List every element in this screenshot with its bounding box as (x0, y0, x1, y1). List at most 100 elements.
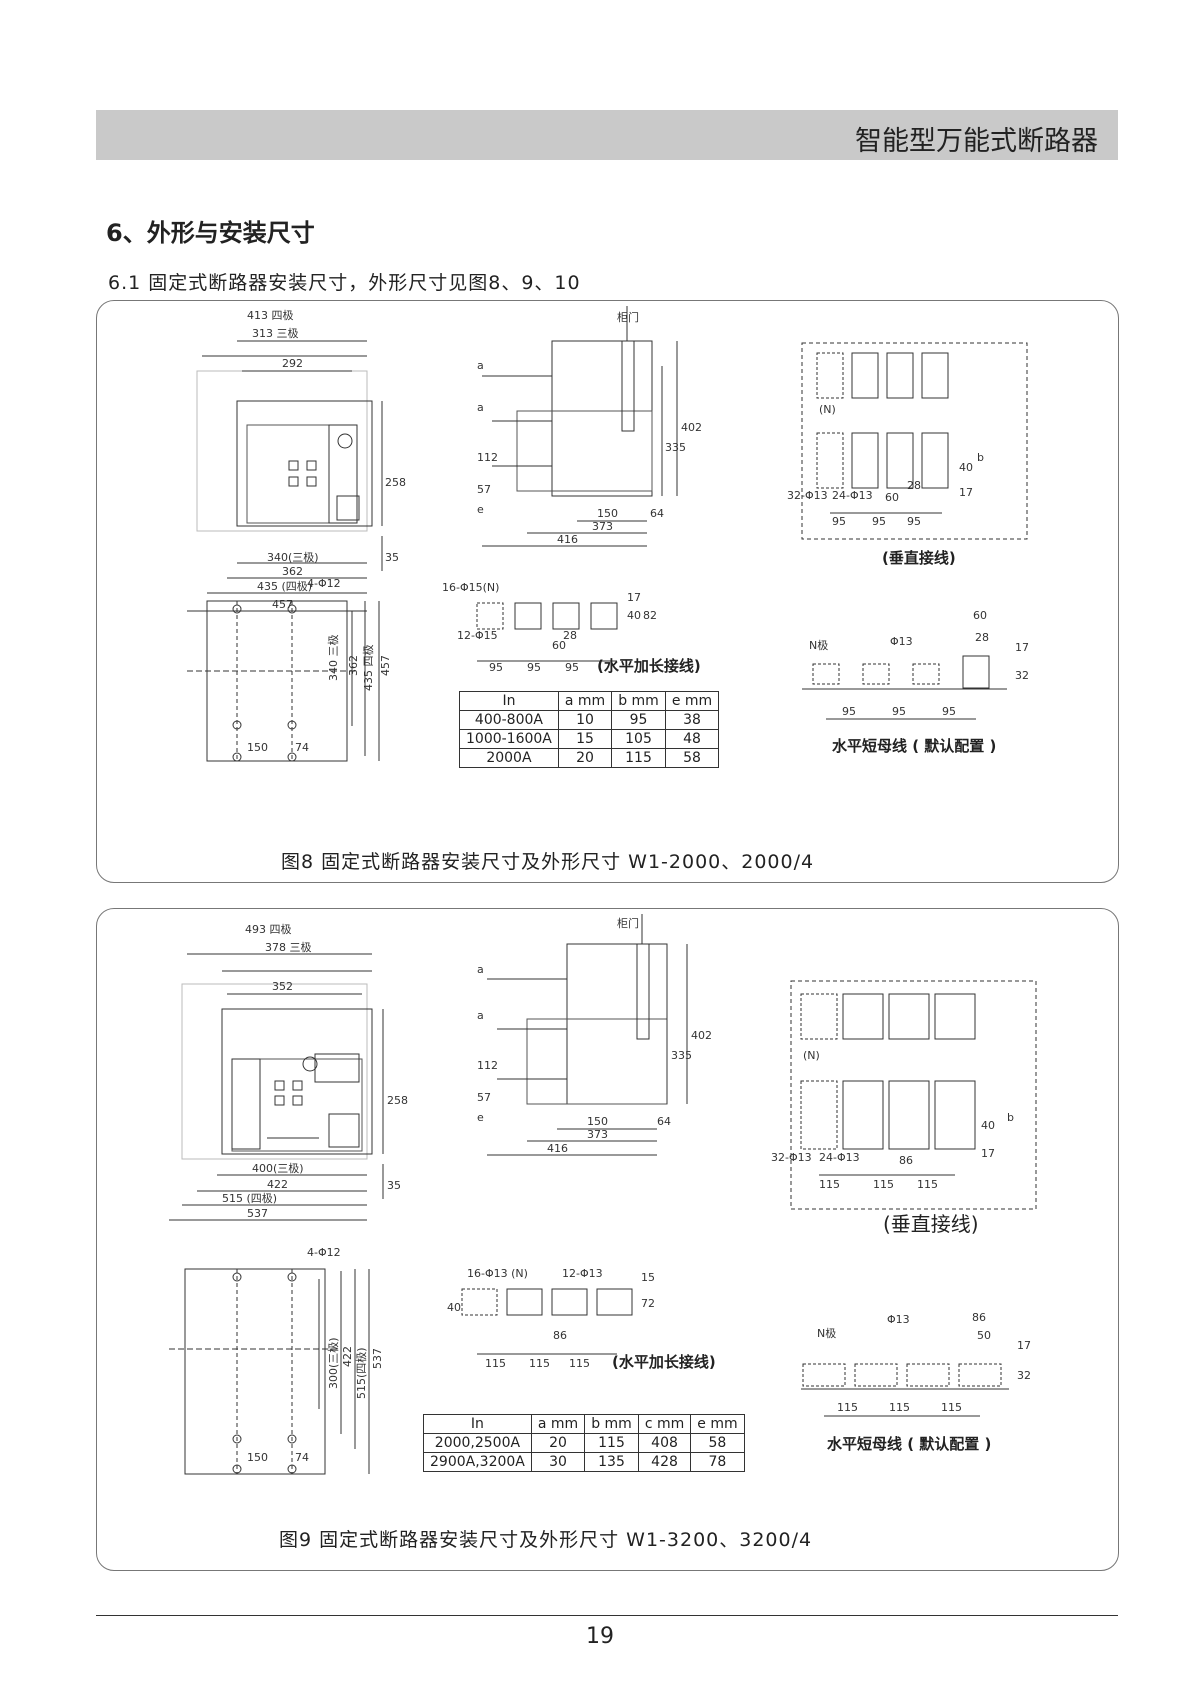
dim-340-mount: 340 三极 (326, 635, 340, 682)
dim-door: 柜门 (617, 916, 639, 930)
fig9-front-dims: 493 四极 378 三极 352 258 35 400(三极) 422 515… (222, 922, 408, 1220)
dim-537-mount: 537 (371, 1348, 384, 1369)
dim-holes-b: 24-Φ13 (832, 489, 873, 502)
dim-sb115b: 115 (889, 1401, 910, 1414)
dim-40: 40 (959, 461, 973, 474)
table-cell: 10 (557, 710, 613, 730)
fig8-vertical-terminals (801, 342, 1028, 540)
table-row: 1000-1600A 15 105 48 (459, 729, 720, 749)
dim-sb115c: 115 (941, 1401, 962, 1414)
dim-300-mount: 300(三极) (326, 1337, 340, 1389)
dim-413: 413 四极 (247, 308, 294, 322)
dim-400: 400(三极) (252, 1161, 304, 1175)
dim-sb28: 28 (975, 631, 989, 644)
dim-e: e (477, 1111, 484, 1124)
fig9-horizontal-terminals (461, 1288, 633, 1355)
dim-64: 64 (657, 1115, 671, 1128)
table-cell: 58 (664, 748, 720, 768)
table-header: In (423, 1414, 532, 1434)
dim-sb17: 17 (1015, 641, 1029, 654)
page-number: 19 (586, 1624, 614, 1649)
fig8-front-view (187, 340, 383, 612)
dim-115c: 115 (917, 1178, 938, 1191)
dim-335: 335 (665, 441, 686, 454)
dim-a: a (477, 963, 484, 976)
dim-362-mount: 362 (347, 655, 360, 676)
dim-115b: 115 (873, 1178, 894, 1191)
dim-12phi13: 12-Φ13 (562, 1267, 603, 1280)
figure-8-drawing: 413 四极 313 三极 292 258 35 340(三极) 362 435… (187, 306, 1029, 762)
dim-537: 537 (247, 1207, 268, 1220)
dim-holes-a: 32-Φ13 (787, 489, 828, 502)
fig9-short-bus (801, 1363, 1009, 1417)
dim-373: 373 (587, 1128, 608, 1141)
dim-h28: 28 (563, 629, 577, 642)
dim-h82: 82 (643, 609, 657, 622)
dim-515-mount: 515(四极) (354, 1347, 368, 1399)
dim-362: 362 (282, 565, 303, 578)
fig9-vertical-terminals (790, 980, 1037, 1210)
dim-435: 435 (四极) (257, 579, 312, 593)
table-cell: 1000-1600A (459, 729, 559, 749)
dim-150: 150 (597, 507, 618, 520)
dim-150: 150 (587, 1115, 608, 1128)
dim-sb32: 32 (1017, 1369, 1031, 1382)
subheading: 6.1 固定式断路器安装尺寸，外形尺寸见图8、9、10 (108, 272, 581, 294)
dim-95a: 95 (832, 515, 846, 528)
dim-86: 86 (899, 1154, 913, 1167)
table-header-row: In a mm b mm c mm e mm (423, 1414, 745, 1434)
dim-16phi13: 16-Φ13 (N) (467, 1267, 528, 1280)
dim-402: 402 (691, 1029, 712, 1042)
dim-phi13: Φ13 (890, 635, 913, 648)
dim-h40: 40 (627, 609, 641, 622)
dim-17: 17 (981, 1147, 995, 1160)
fig9-mount-plan (169, 1268, 370, 1475)
dim-95c: 95 (907, 515, 921, 528)
table-cell: 2900A,3200A (423, 1452, 532, 1472)
fig9-horizontal-dims: 16-Φ13 (N) 12-Φ13 15 40 72 86 115 115 11… (447, 1267, 716, 1371)
fig8-front-dims: 413 四极 313 三极 292 258 35 340(三极) 362 435… (247, 308, 406, 611)
table-cell: 2000,2500A (423, 1433, 532, 1453)
fig8-horizontal-dims: 16-Φ15(N) 12-Φ15 17 40 82 28 60 95 95 95… (442, 581, 701, 675)
header-title: 智能型万能式断路器 (855, 126, 1098, 157)
dim-h60: 60 (552, 639, 566, 652)
table-cell: 115 (584, 1433, 639, 1453)
dim-h115b: 115 (529, 1357, 550, 1370)
dim-57: 57 (477, 1091, 491, 1104)
dim-435-mount: 435 四极 (361, 645, 375, 692)
vertical-label: (垂直接线) (883, 1212, 979, 1236)
table-header: b mm (584, 1414, 639, 1434)
table-header-row: In a mm b mm e mm (459, 691, 720, 711)
dim-258: 258 (385, 476, 406, 489)
figure-9-box: 493 四极 378 三极 352 258 35 400(三极) 422 515… (96, 908, 1119, 1571)
dim-sb17: 17 (1017, 1339, 1031, 1352)
dim-74-mount: 74 (295, 741, 309, 754)
dim-n: (N) (819, 403, 836, 416)
table-cell: 115 (611, 748, 666, 768)
footer-rule (96, 1615, 1118, 1616)
dim-a2: a (477, 401, 484, 414)
fig8-side-dims: 柜门 a a 112 57 e 335 402 150 64 373 416 (477, 310, 702, 546)
dim-h72: 72 (641, 1297, 655, 1310)
dim-17: 17 (959, 486, 973, 499)
dim-373: 373 (592, 520, 613, 533)
dim-422: 422 (267, 1178, 288, 1191)
dim-h15: 15 (641, 1271, 655, 1284)
dim-258: 258 (387, 1094, 408, 1107)
table-row: 2900A,3200A 30 135 428 78 (423, 1452, 745, 1472)
fig8-short-bus-dims: N极 Φ13 60 28 17 32 95 95 95 水平短母线 ( 默认配置… (809, 609, 1029, 755)
dim-door: 柜门 (617, 310, 639, 324)
dim-sb95a: 95 (842, 705, 856, 718)
fig9-mount-dims: 4-Φ12 300(三极) 422 515(四极) 537 150 74 (247, 1246, 384, 1464)
dim-335: 335 (671, 1049, 692, 1062)
table-cell: 48 (664, 729, 720, 749)
table-header: In (459, 691, 559, 711)
fig8-mount-dims: 4-Φ12 340 三极 362 435 四极 457 150 74 (247, 577, 392, 754)
table-cell: 408 (637, 1433, 692, 1453)
dim-sb95b: 95 (892, 705, 906, 718)
table-cell: 400-800A (459, 710, 559, 730)
dim-sb115a: 115 (837, 1401, 858, 1414)
table-cell: 58 (690, 1433, 745, 1453)
dim-16phi15: 16-Φ15(N) (442, 581, 499, 594)
table-cell: 428 (637, 1452, 692, 1472)
